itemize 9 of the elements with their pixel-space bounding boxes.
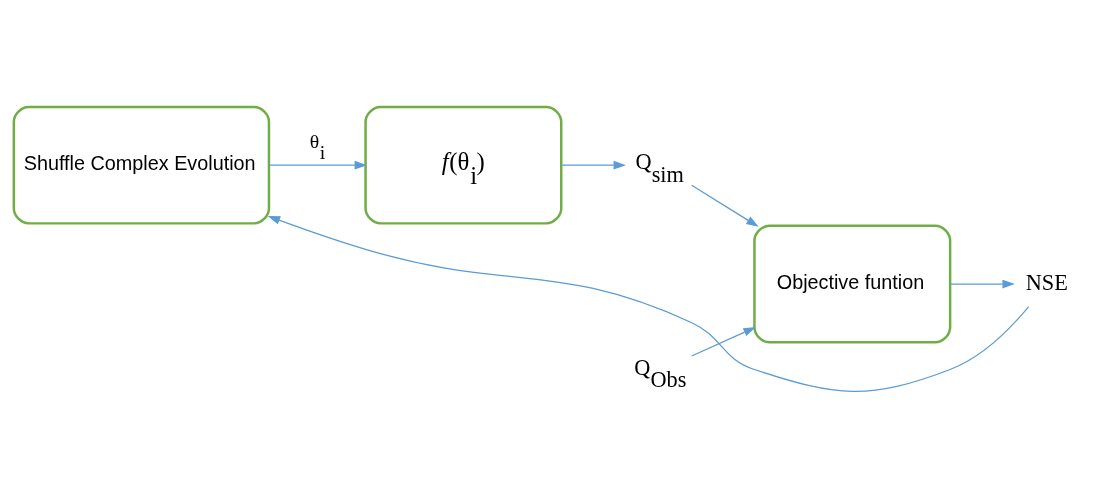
arrow (691, 184, 759, 227)
arrow (267, 215, 1030, 392)
node-text: NSE (1025, 269, 1068, 295)
arrow (268, 160, 368, 169)
node-box: Shuffle Complex Evolution (12, 105, 271, 225)
node-box: Objective funtion (753, 224, 952, 343)
arrow (561, 160, 626, 169)
arrow (950, 279, 1015, 288)
arrow (691, 326, 756, 357)
